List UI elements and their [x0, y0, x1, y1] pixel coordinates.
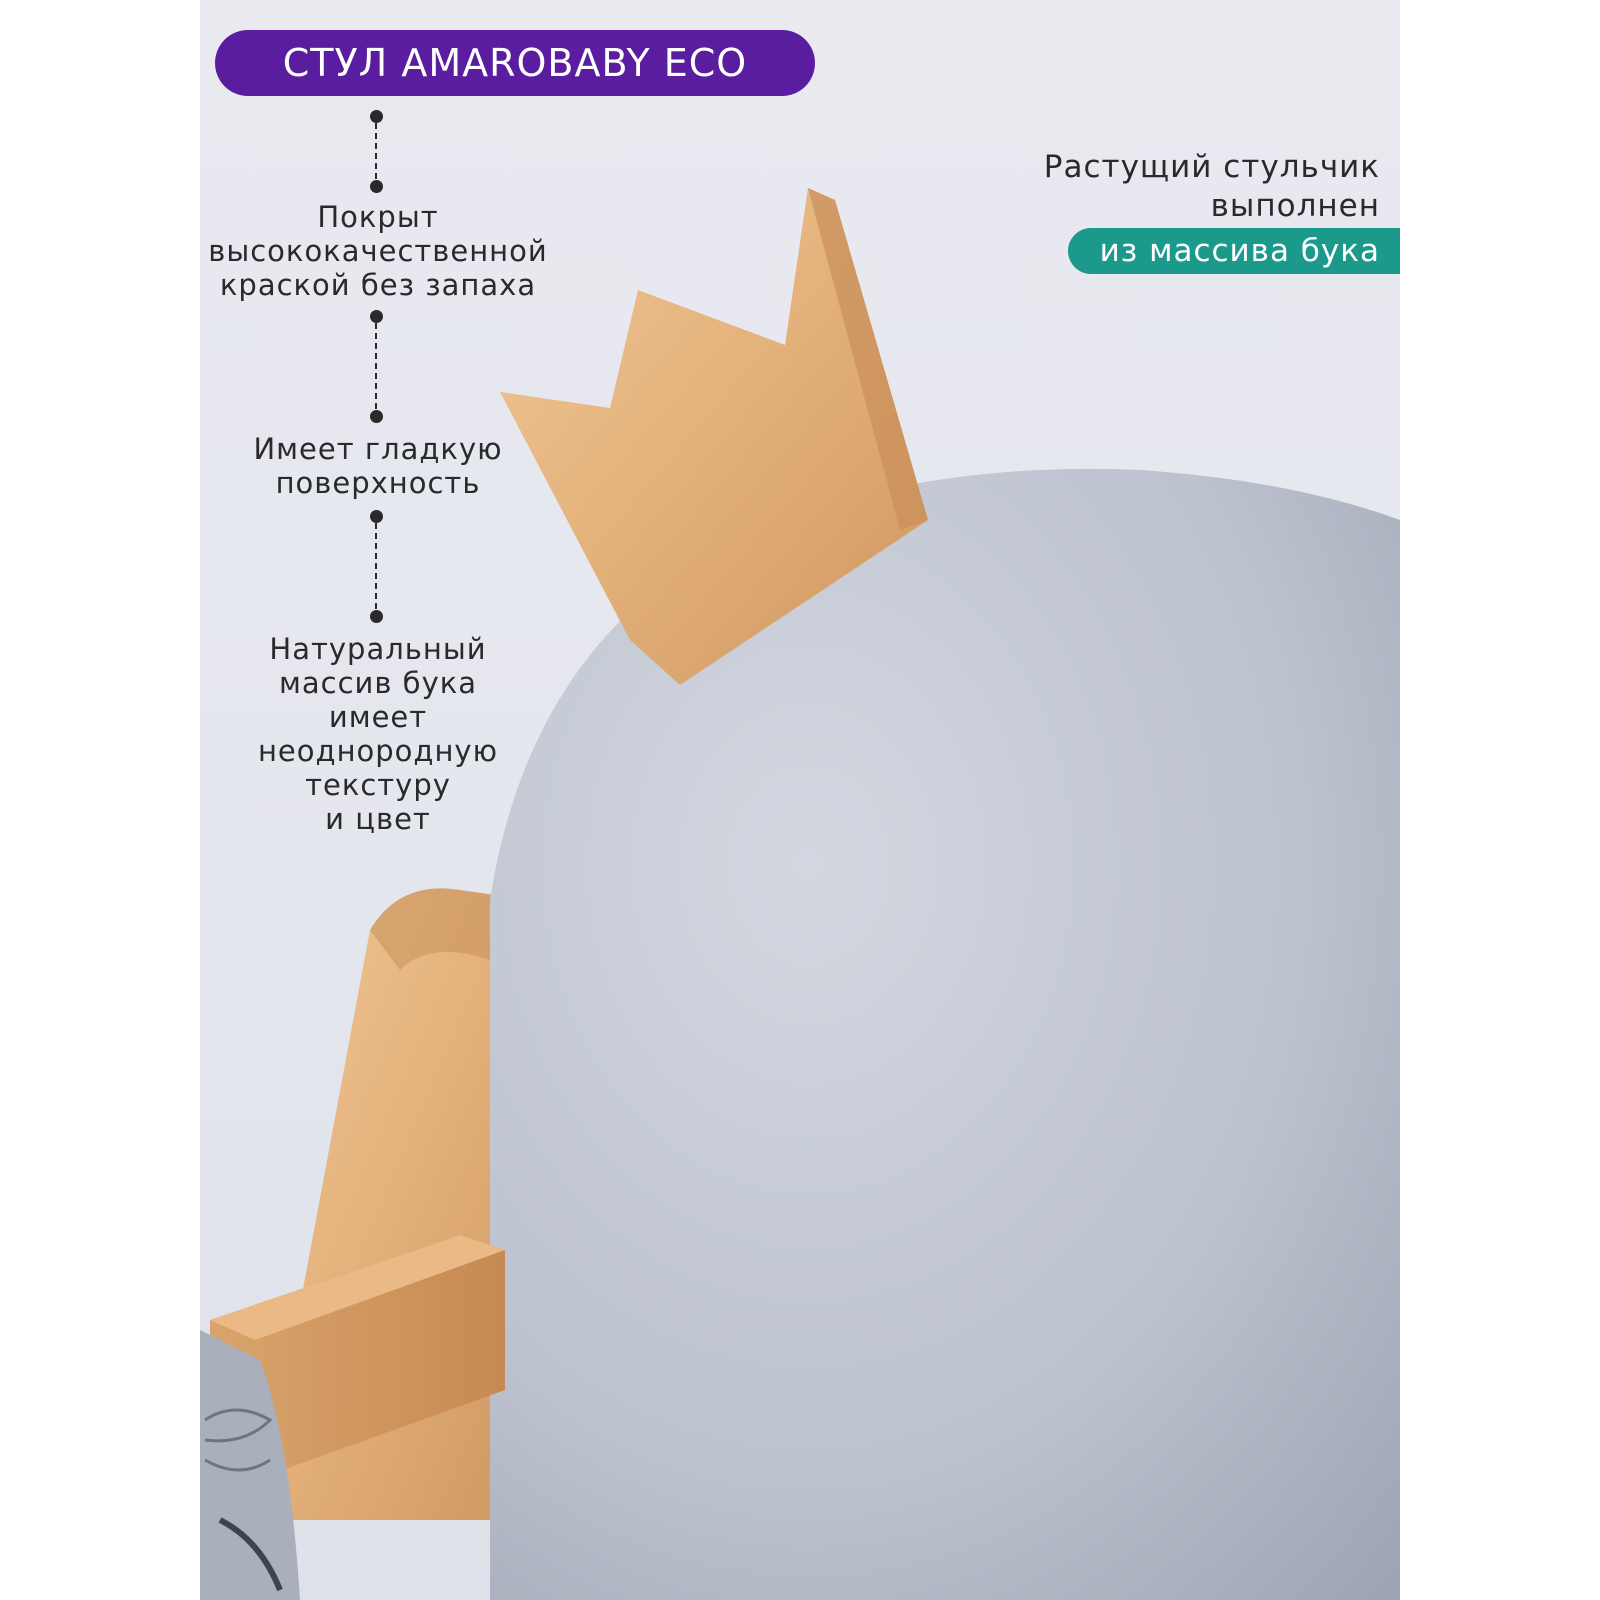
right-caption: Растущий стульчик выполнен	[1044, 148, 1380, 226]
feature-paint: Покрыт высококачественной краской без за…	[200, 200, 568, 302]
material-highlight-text: из массива бука	[1099, 233, 1380, 269]
material-highlight-badge: из массива бука	[1067, 228, 1400, 274]
feature-beech-line-4: неоднородную	[257, 734, 499, 768]
crown-ornament	[500, 188, 928, 685]
feature-beech-line-6: и цвет	[325, 802, 431, 836]
product-title: СТУЛ AMAROBABY ECO	[282, 41, 748, 85]
feature-beech-line-1: Натуральный	[269, 632, 487, 666]
feature-paint-line-2: высококачественной	[208, 234, 548, 268]
feature-beech-line-2: массив бука	[278, 666, 478, 700]
seat-tray	[200, 1330, 300, 1600]
right-caption-line-2: выполнен	[1210, 188, 1380, 224]
product-title-badge: СТУЛ AMAROBABY ECO	[215, 30, 815, 96]
feature-beech-line-5: текстуру	[305, 768, 451, 802]
flower-pattern-icon	[204, 1408, 273, 1443]
chair-photo	[200, 188, 1400, 1600]
feature-surface: Имеет гладкую поверхность	[200, 432, 568, 500]
feature-paint-line-1: Покрыт	[317, 200, 439, 234]
right-caption-line-1: Растущий стульчик	[1043, 149, 1380, 185]
feature-surface-line-2: поверхность	[275, 466, 481, 500]
seat-backrest	[490, 468, 1400, 1600]
product-photo-panel: СТУЛ AMAROBABY ECO Покрыт высококачестве…	[200, 0, 1400, 1600]
feature-paint-line-3: краской без запаха	[219, 268, 537, 302]
feature-surface-line-1: Имеет гладкую	[253, 432, 503, 466]
feature-beech: Натуральный массив бука имеет неоднородн…	[200, 632, 568, 836]
feature-beech-line-3: имеет	[328, 700, 428, 734]
